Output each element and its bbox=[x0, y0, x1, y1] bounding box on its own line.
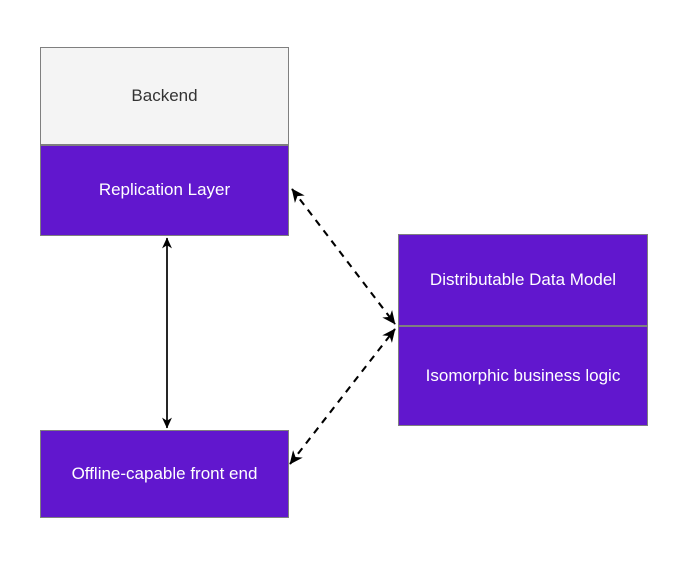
connector-frontend-to-business-logic bbox=[289, 328, 396, 465]
node-distributable-data-model-label: Distributable Data Model bbox=[429, 269, 617, 289]
connector-replication-to-data-model bbox=[291, 188, 396, 325]
node-offline-capable-front-end[interactable]: Offline-capable front end bbox=[40, 430, 289, 518]
node-distributable-data-model[interactable]: Distributable Data Model bbox=[398, 234, 648, 326]
node-backend[interactable]: Backend bbox=[40, 47, 289, 145]
node-isomorphic-business-logic-label: Isomorphic business logic bbox=[425, 365, 621, 385]
node-replication-layer[interactable]: Replication Layer bbox=[40, 145, 289, 236]
node-replication-layer-label: Replication Layer bbox=[98, 180, 231, 200]
node-isomorphic-business-logic[interactable]: Isomorphic business logic bbox=[398, 326, 648, 426]
node-backend-label: Backend bbox=[131, 85, 198, 105]
node-offline-capable-front-end-label: Offline-capable front end bbox=[71, 463, 258, 483]
